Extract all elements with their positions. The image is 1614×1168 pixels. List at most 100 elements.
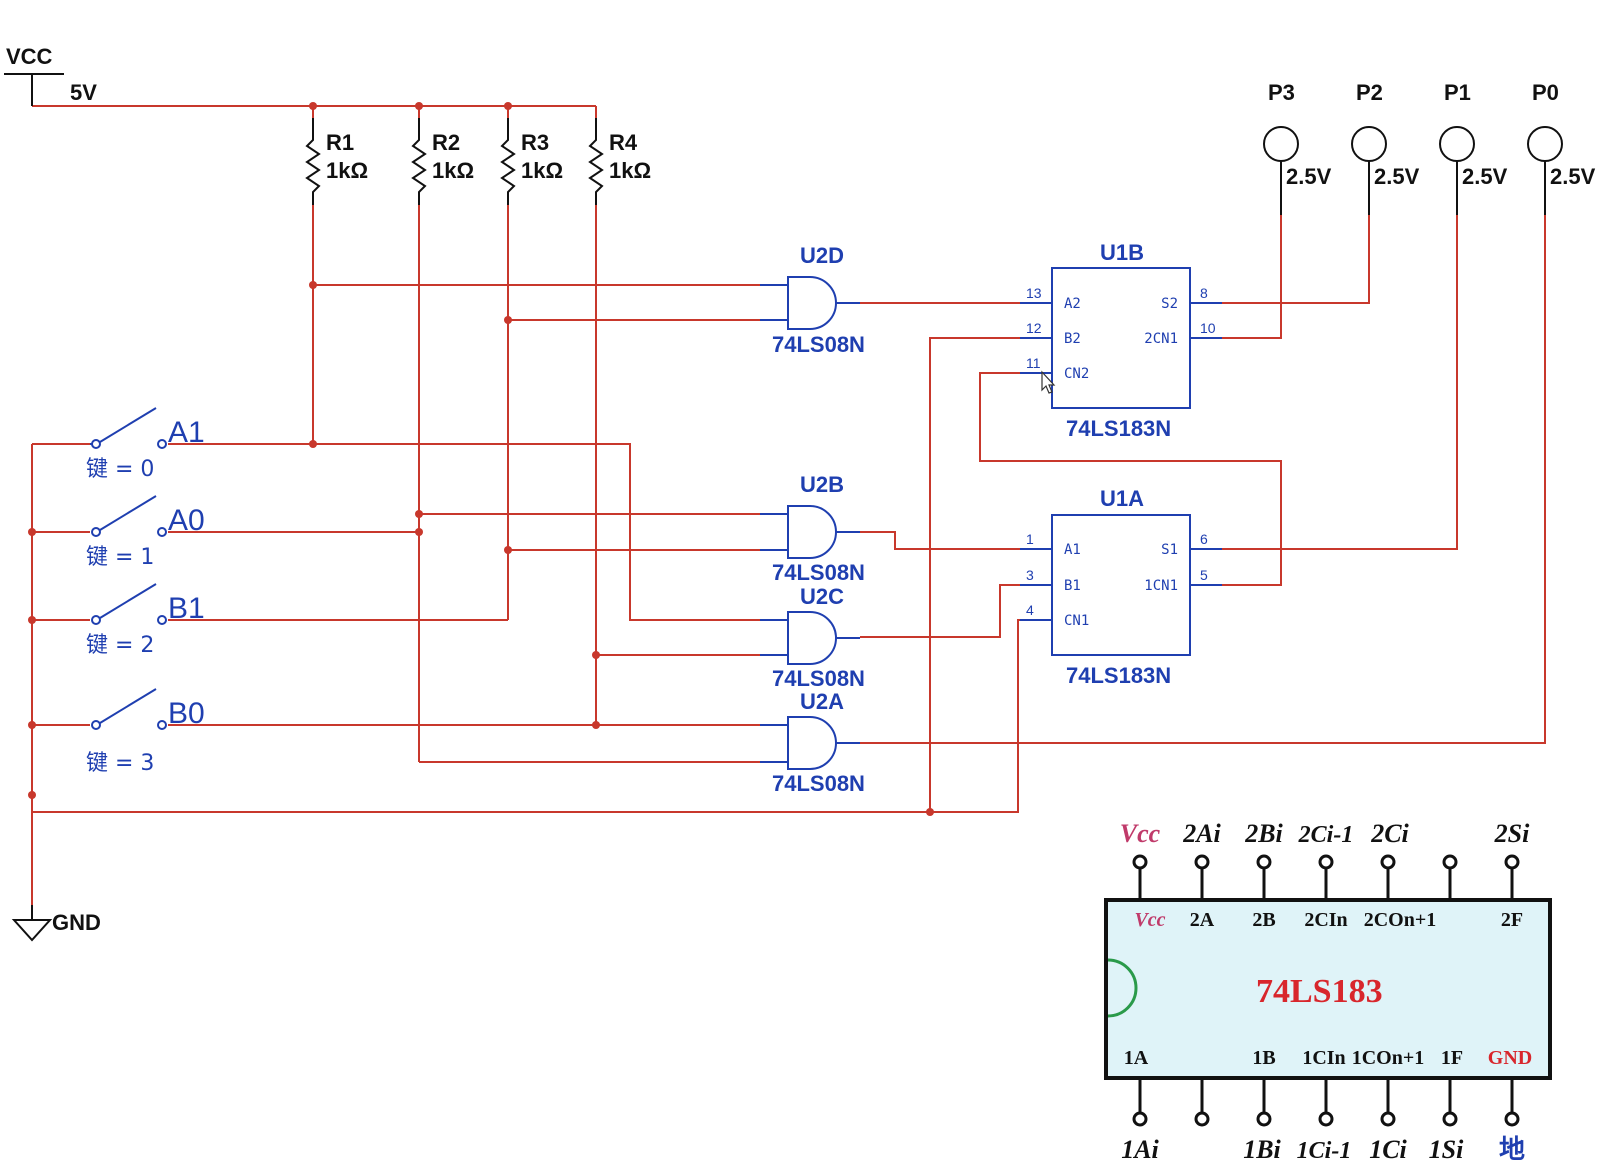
pin-name: B1 bbox=[1064, 578, 1081, 594]
switch-name: A1 bbox=[168, 416, 205, 449]
gate-part: 74LS08N bbox=[772, 332, 865, 357]
pin-label-inner: 2F bbox=[1501, 909, 1523, 931]
adder-u1b: U1B 74LS183N 13 12 11 A2 B2 CN2 8 10 S2 … bbox=[1020, 240, 1222, 441]
pin-label-inner: GND bbox=[1488, 1047, 1532, 1069]
resistor-r3: R3 1kΩ bbox=[500, 118, 563, 205]
resistor-name: R3 bbox=[521, 130, 549, 155]
pin-label-inner: 1F bbox=[1441, 1047, 1463, 1069]
gnd-symbol: GND bbox=[11, 905, 101, 942]
resistor-value: 1kΩ bbox=[326, 158, 368, 183]
resistor-r2: R2 1kΩ bbox=[411, 118, 474, 205]
switch-name: B1 bbox=[168, 592, 205, 625]
pin-name: S2 bbox=[1161, 296, 1178, 312]
pin-label-inner: 2COn+1 bbox=[1364, 909, 1437, 931]
probe-name: P0 bbox=[1532, 80, 1559, 105]
pin-number: 10 bbox=[1200, 320, 1216, 336]
probe-voltage: 2.5V bbox=[1550, 164, 1596, 189]
pin-label-inner: Vcc bbox=[1134, 909, 1165, 931]
pin-number: 13 bbox=[1026, 285, 1042, 301]
switch-key: 键 = 1 bbox=[86, 545, 154, 570]
adder-ref: U1A bbox=[1100, 486, 1144, 511]
pin-name: A2 bbox=[1064, 296, 1081, 312]
gate-part: 74LS08N bbox=[772, 771, 865, 796]
chip-bottom-inner-labels: 1A 1B 1CIn 1COn+1 1F GND bbox=[1124, 1047, 1532, 1069]
switch-a1[interactable]: A1 键 = 0 bbox=[86, 407, 205, 482]
pin-number: 6 bbox=[1200, 531, 1208, 547]
switch-a0[interactable]: A0 键 = 1 bbox=[86, 495, 205, 570]
resistor-name: R4 bbox=[609, 130, 638, 155]
pin-label-top: 2Ci-1 bbox=[1298, 822, 1354, 848]
chip-top-pins bbox=[1132, 854, 1520, 900]
probe-name: P3 bbox=[1268, 80, 1295, 105]
probe-voltage: 2.5V bbox=[1286, 164, 1332, 189]
pin-number: 8 bbox=[1200, 285, 1208, 301]
pin-label-inner: 1CIn bbox=[1302, 1047, 1345, 1069]
vcc-label: VCC bbox=[6, 44, 53, 69]
pin-number: 12 bbox=[1026, 320, 1042, 336]
switch-b1[interactable]: B1 键 = 2 bbox=[86, 583, 205, 658]
chip-title: 74LS183 bbox=[1256, 973, 1383, 1010]
pin-name: S1 bbox=[1161, 542, 1178, 558]
vcc-symbol: VCC 5V bbox=[4, 44, 97, 106]
probe-name: P1 bbox=[1444, 80, 1471, 105]
chip-body bbox=[1104, 898, 1552, 1080]
pin-label-bottom: 1Si bbox=[1429, 1135, 1464, 1164]
resistor-value: 1kΩ bbox=[432, 158, 474, 183]
switch-name: A0 bbox=[168, 504, 205, 537]
pin-label-bottom: 1Ci-1 bbox=[1297, 1138, 1352, 1164]
resistor-value: 1kΩ bbox=[521, 158, 563, 183]
chip-bottom-pins bbox=[1132, 1078, 1520, 1127]
resistor-name: R1 bbox=[326, 130, 354, 155]
adder-u1a: U1A 74LS183N 1 3 4 A1 B1 CN1 6 5 S1 1CN1 bbox=[1020, 486, 1222, 688]
pin-name: 2CN1 bbox=[1144, 331, 1178, 347]
pin-number: 5 bbox=[1200, 567, 1208, 583]
switch-key: 键 = 3 bbox=[86, 751, 154, 776]
probe-voltage: 2.5V bbox=[1462, 164, 1508, 189]
probe-p3: P3 2.5V bbox=[1263, 80, 1332, 215]
pin-label-inner: 1B bbox=[1252, 1047, 1275, 1069]
resistor-name: R2 bbox=[432, 130, 460, 155]
pin-label-top: 2Bi bbox=[1244, 819, 1283, 848]
gate-ref: U2B bbox=[800, 472, 844, 497]
switch-b0[interactable]: B0 键 = 3 bbox=[86, 688, 205, 776]
resistor-r1: R1 1kΩ bbox=[305, 118, 368, 205]
and-gate-u2b: U2B 74LS08N bbox=[760, 472, 865, 585]
pin-label-bottom: 1Bi bbox=[1243, 1135, 1281, 1164]
pin-number: 4 bbox=[1026, 602, 1034, 618]
resistor-r4: R4 1kΩ bbox=[588, 118, 651, 205]
pin-label-bottom: 地 bbox=[1499, 1134, 1525, 1164]
pin-label-inner: 2B bbox=[1252, 909, 1275, 931]
gnd-label: GND bbox=[52, 910, 101, 935]
vcc-value: 5V bbox=[70, 80, 97, 105]
pin-name: CN1 bbox=[1064, 613, 1089, 629]
gate-ref: U2D bbox=[800, 243, 844, 268]
pin-name: A1 bbox=[1064, 542, 1081, 558]
pin-label-top: 2Ai bbox=[1182, 819, 1221, 848]
chip-top-inner-labels: Vcc 2A 2B 2CIn 2COn+1 2F bbox=[1134, 909, 1523, 931]
and-gate-u2d: U2D 74LS08N bbox=[760, 243, 865, 357]
pin-label-top: 2Si bbox=[1494, 819, 1530, 848]
chip-bottom-outer-labels: 1Ai 1Bi 1Ci-1 1Ci 1Si 地 bbox=[1121, 1134, 1525, 1164]
pin-label-inner: 2A bbox=[1190, 909, 1215, 931]
adder-part: 74LS183N bbox=[1066, 416, 1171, 441]
probe-voltage: 2.5V bbox=[1374, 164, 1420, 189]
probe-p2: P2 2.5V bbox=[1351, 80, 1420, 215]
resistor-value: 1kΩ bbox=[609, 158, 651, 183]
pin-number: 11 bbox=[1026, 355, 1041, 371]
pin-label-top: Vcc bbox=[1120, 819, 1161, 848]
probe-p0: P0 2.5V bbox=[1527, 80, 1596, 215]
probe-name: P2 bbox=[1356, 80, 1383, 105]
switch-key: 键 = 0 bbox=[86, 457, 154, 482]
pin-name: 1CN1 bbox=[1144, 578, 1178, 594]
gate-ref: U2A bbox=[800, 689, 844, 714]
probe-p1: P1 2.5V bbox=[1439, 80, 1508, 215]
gate-part: 74LS08N bbox=[772, 560, 865, 585]
pin-name: CN2 bbox=[1064, 366, 1089, 382]
switch-key: 键 = 2 bbox=[86, 633, 154, 658]
chip-pinout-diagram: 74LS183 Vcc 2Ai 2Bi 2Ci-1 2Ci bbox=[1104, 819, 1552, 1164]
pin-number: 1 bbox=[1026, 531, 1034, 547]
chip-top-outer-labels: Vcc 2Ai 2Bi 2Ci-1 2Ci 2Si bbox=[1120, 819, 1530, 848]
and-gate-u2a: U2A 74LS08N bbox=[760, 689, 865, 796]
mouse-cursor-icon bbox=[1041, 370, 1056, 394]
adder-ref: U1B bbox=[1100, 240, 1144, 265]
